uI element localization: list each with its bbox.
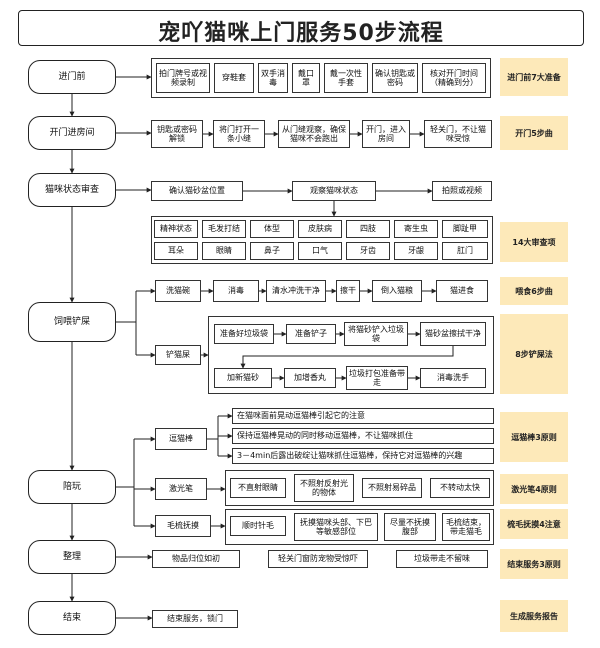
brush-label: 毛梳抚摸 (155, 515, 211, 537)
litter-label: 铲猫屎 (155, 345, 201, 365)
entry-step-5: 轻关门，不让猫咪受惊 (424, 120, 492, 148)
check-item: 鼻子 (250, 242, 294, 260)
litter-step-6: 加增香丸 (284, 368, 336, 388)
check-item: 口气 (298, 242, 342, 260)
check-step-1: 确认猫砂盆位置 (151, 181, 243, 201)
stage-enter-room: 开门进房间 (28, 116, 116, 150)
laser-rule-3: 不照射易碎品 (362, 478, 422, 498)
wash-bowl: 洗猫碗 (155, 280, 201, 302)
end-step-1: 结束服务，锁门 (152, 610, 238, 628)
laser-label: 激光笔 (155, 478, 207, 500)
side-label: 进门前7大准备 (500, 58, 568, 96)
side-label: 结束服务3原则 (500, 549, 568, 579)
teaser-rule-1: 在猫咪面前晃动逗猫棒引起它的注意 (232, 408, 494, 424)
check-item: 皮肤病 (298, 220, 342, 238)
pre-entry-step-2: 穿鞋套 (214, 63, 254, 93)
stage-end: 结束 (28, 601, 116, 635)
teaser-rule-3: 3－4min后露出破绽让猫咪抓住逗猫棒，保持它对逗猫棒的兴趣 (232, 448, 494, 464)
pre-entry-group (151, 58, 491, 98)
entry-step-4: 开门，进入房间 (362, 120, 410, 148)
pre-entry-step-1: 拍门牌号或视频录制 (156, 63, 210, 93)
side-label: 梳毛抚摸4注意 (500, 509, 568, 539)
check-item: 眼睛 (202, 242, 246, 260)
side-label: 开门5步曲 (500, 116, 568, 150)
litter-step-5: 加新猫砂 (214, 368, 272, 388)
litter-step-7: 垃圾打包准备带走 (346, 366, 408, 390)
check-item: 四肢 (346, 220, 390, 238)
teaser-label: 逗猫棒 (155, 428, 207, 450)
feed-step-3: 擦干 (336, 280, 360, 302)
pre-entry-step-3: 双手消毒 (258, 63, 288, 93)
entry-step-3: 从门缝观察，确保猫咪不会跑出 (278, 120, 350, 148)
feed-step-1: 消毒 (213, 280, 259, 302)
check-item: 体型 (250, 220, 294, 238)
check-item: 毛发打结 (202, 220, 246, 238)
pre-entry-step-5: 戴一次性手套 (324, 63, 368, 93)
connector (240, 346, 454, 369)
tidy-step-2: 轻关门窗防宠物受惊吓 (268, 550, 368, 568)
feed-step-4: 倒入猫粮 (372, 280, 422, 302)
brush-group (225, 509, 494, 545)
brush-rule-2: 抚摸猫咪头部、下巴等敏感部位 (294, 513, 378, 541)
check-item: 耳朵 (154, 242, 198, 260)
entry-step-1: 钥匙或密码解锁 (151, 120, 203, 148)
side-label: 激光笔4原则 (500, 474, 568, 504)
feed-step-5: 猫进食 (436, 280, 488, 302)
litter-step-3: 将猫砂铲入垃圾袋 (344, 322, 408, 346)
teaser-rule-2: 保持逗猫棒晃动的同时移动逗猫棒，不让猫咪抓住 (232, 428, 494, 444)
stage-pre-entry: 进门前 (28, 60, 116, 94)
litter-step-2: 准备铲子 (286, 324, 336, 344)
check-step-2: 观察猫咪状态 (292, 181, 376, 201)
side-label: 8步铲屎法 (500, 314, 568, 394)
litter-step-4: 猫砂盆擦拭干净 (420, 322, 486, 346)
check-item: 精神状态 (154, 220, 198, 238)
brush-rule-3: 尽量不抚摸腹部 (384, 513, 436, 541)
pre-entry-step-6: 确认钥匙或密码 (372, 63, 418, 93)
title-frame: 宠吖猫咪上门服务50步流程 (18, 10, 584, 46)
laser-rule-2: 不照射反射光的物体 (294, 474, 354, 502)
brush-rule-4: 毛梳结束，带走猫毛 (442, 513, 490, 541)
check-item: 肛门 (442, 242, 488, 260)
check-item: 脚趾甲 (442, 220, 488, 238)
check-item: 寄生虫 (394, 220, 438, 238)
side-label: 逗猫棒3原则 (500, 412, 568, 462)
side-label: 生成服务报告 (500, 600, 568, 632)
stage-cat-check: 猫咪状态审查 (28, 173, 116, 207)
laser-rule-1: 不直射眼睛 (230, 478, 286, 498)
stage-tidy: 整理 (28, 540, 116, 574)
litter-group (208, 316, 494, 394)
check-items-group (151, 216, 493, 264)
feed-step-2: 清水冲洗干净 (266, 280, 326, 302)
check-item: 牙龈 (394, 242, 438, 260)
tidy-step-1: 物品归位如初 (152, 550, 240, 568)
page-title: 宠吖猫咪上门服务50步流程 (158, 21, 444, 46)
litter-step-8: 消毒洗手 (420, 368, 486, 388)
pre-entry-step-7: 核对开门时间（精确到分） (422, 63, 486, 93)
check-item: 牙齿 (346, 242, 390, 260)
check-step-3: 拍照或视频 (432, 181, 492, 201)
laser-group (225, 470, 494, 506)
stage-play: 陪玩 (28, 470, 116, 504)
pre-entry-step-4: 戴口罩 (292, 63, 320, 93)
side-label: 14大审查项 (500, 222, 568, 262)
stage-feed-litter: 饲喂铲屎 (28, 302, 116, 342)
side-label: 喂食6步曲 (500, 277, 568, 305)
entry-step-2: 将门打开一条小缝 (213, 120, 265, 148)
brush-rule-1: 顺时针毛 (230, 516, 286, 536)
laser-rule-4: 不转动太快 (430, 478, 490, 498)
litter-step-1: 准备好垃圾袋 (214, 324, 274, 344)
tidy-step-3: 垃圾带走不留味 (396, 550, 488, 568)
